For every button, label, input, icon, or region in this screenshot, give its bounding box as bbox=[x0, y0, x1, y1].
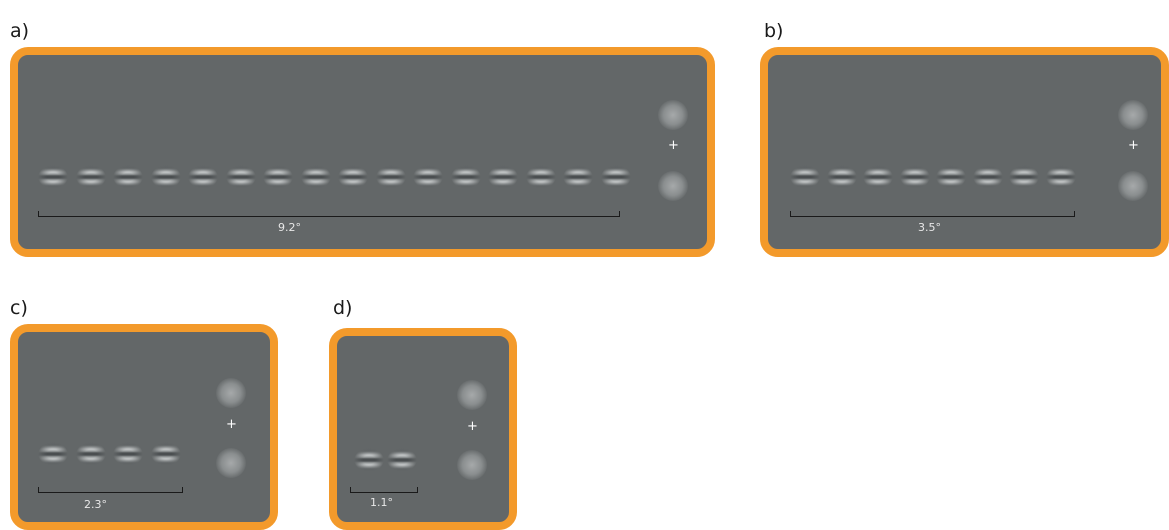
grating-patch bbox=[150, 442, 181, 466]
grating-patch bbox=[188, 165, 218, 189]
upper-dot bbox=[457, 380, 487, 410]
grating-patch bbox=[790, 165, 820, 189]
lower-dot bbox=[457, 450, 487, 480]
grating-patch bbox=[450, 165, 481, 189]
lower-dot bbox=[658, 171, 688, 201]
grating-patch bbox=[972, 165, 1003, 189]
panel-c: + 2.3° bbox=[10, 324, 278, 530]
grating-patch bbox=[300, 165, 331, 189]
grating-patch bbox=[375, 165, 406, 189]
fixation-cross: + bbox=[467, 419, 478, 434]
grating-patch bbox=[113, 165, 143, 189]
grating-patch bbox=[225, 165, 256, 189]
grating-patch bbox=[899, 165, 930, 189]
scale-bar bbox=[350, 487, 418, 493]
upper-dot bbox=[216, 378, 246, 408]
grating-patch bbox=[525, 165, 556, 189]
grating-patch bbox=[113, 442, 143, 466]
grating-patch bbox=[488, 165, 518, 189]
panel-d: + 1.1° bbox=[329, 328, 517, 530]
grating-patch bbox=[263, 165, 293, 189]
grating-patch bbox=[338, 165, 368, 189]
panel-a-label: a) bbox=[10, 20, 30, 42]
scale-bar bbox=[790, 211, 1075, 217]
lower-dot bbox=[216, 448, 246, 478]
scale-bar bbox=[38, 211, 620, 217]
grating-patch bbox=[150, 165, 181, 189]
panel-b: + 3.5° bbox=[760, 47, 1169, 257]
grating-patch bbox=[387, 448, 417, 472]
grating-patch bbox=[863, 165, 893, 189]
visual-angle-label: 9.2° bbox=[278, 221, 301, 234]
grating-patch bbox=[1009, 165, 1039, 189]
grating-patch bbox=[413, 165, 443, 189]
panel-a: + 9.2° bbox=[10, 47, 715, 257]
fixation-cross: + bbox=[668, 138, 679, 153]
visual-angle-label: 1.1° bbox=[370, 496, 393, 509]
grating-patch bbox=[563, 165, 593, 189]
lower-dot bbox=[1118, 171, 1148, 201]
panel-b-label: b) bbox=[764, 20, 784, 42]
grating-patch bbox=[354, 448, 384, 472]
panel-d-label: d) bbox=[333, 297, 353, 319]
fixation-cross: + bbox=[1128, 138, 1139, 153]
grating-patch bbox=[600, 165, 631, 189]
fixation-cross: + bbox=[226, 417, 237, 432]
grating-patch bbox=[38, 165, 68, 189]
panel-c-label: c) bbox=[10, 297, 28, 319]
grating-patch bbox=[75, 165, 106, 189]
grating-patch bbox=[75, 442, 106, 466]
upper-dot bbox=[658, 100, 688, 130]
scale-bar bbox=[38, 487, 183, 493]
grating-patch bbox=[826, 165, 857, 189]
grating-patch bbox=[936, 165, 966, 189]
visual-angle-label: 3.5° bbox=[918, 221, 941, 234]
visual-angle-label: 2.3° bbox=[84, 498, 107, 511]
grating-patch bbox=[38, 442, 68, 466]
grating-patch bbox=[1045, 165, 1076, 189]
upper-dot bbox=[1118, 100, 1148, 130]
